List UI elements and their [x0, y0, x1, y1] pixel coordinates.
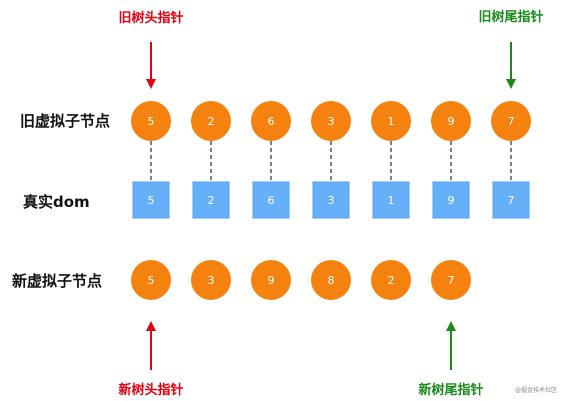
- dom-node-value: 5: [148, 194, 155, 207]
- old-vnode-value: 3: [328, 115, 335, 128]
- old-vnode: 1: [371, 101, 411, 141]
- dom-node-value: 7: [508, 194, 515, 207]
- old-vnode-circle: [491, 101, 531, 141]
- old-tail-pointer-label: 旧树尾指针: [478, 9, 543, 25]
- new-vnode-value: 9: [268, 274, 275, 287]
- old-vnode: 6: [251, 101, 291, 141]
- dom-node-value: 6: [268, 194, 275, 207]
- new-vnode-circle: [371, 260, 411, 300]
- new-vnode-circle: [131, 260, 171, 300]
- real-dom-row: 5 2 6 3 1 9 7: [132, 181, 530, 219]
- dom-node-box: [252, 181, 290, 219]
- old-vnode-circle: [311, 101, 351, 141]
- old-vnode-value: 7: [508, 115, 515, 128]
- dom-node: 9: [432, 181, 470, 219]
- dom-node-box: [492, 181, 530, 219]
- old-vnodes-row-label: 旧虚拟子节点: [20, 112, 110, 130]
- dom-node-value: 9: [448, 194, 455, 207]
- dom-node-value: 3: [328, 194, 335, 207]
- new-vnode: 2: [371, 260, 411, 300]
- dom-node: 1: [372, 181, 410, 219]
- new-vnode: 7: [431, 260, 471, 300]
- old-vnode-value: 9: [448, 115, 455, 128]
- old-vnode: 9: [431, 101, 471, 141]
- old-head-pointer-label: 旧树头指针: [118, 10, 183, 26]
- dom-node-box: [372, 181, 410, 219]
- new-vnodes-row-label: 新虚拟子节点: [12, 272, 102, 290]
- dom-node-box: [432, 181, 470, 219]
- old-vnode-circle: [131, 101, 171, 141]
- new-vnode: 9: [251, 260, 291, 300]
- old-vnode-circle: [431, 101, 471, 141]
- connector-lines: [150, 141, 512, 182]
- new-vnode-value: 7: [448, 274, 455, 287]
- dom-node-value: 1: [388, 194, 395, 207]
- old-vnode-value: 6: [268, 115, 275, 128]
- new-vnode-circle: [311, 260, 351, 300]
- dom-node: 7: [492, 181, 530, 219]
- dom-node-box: [132, 181, 170, 219]
- dom-node: 5: [132, 181, 170, 219]
- old-vnode-value: 1: [388, 115, 395, 128]
- watermark: @掘金技术社区: [515, 386, 557, 394]
- old-vnode: 2: [191, 101, 231, 141]
- dom-node: 3: [312, 181, 350, 219]
- old-vnode: 3: [311, 101, 351, 141]
- old-vnode-value: 5: [148, 115, 155, 128]
- new-vnode-circle: [431, 260, 471, 300]
- new-vnode-value: 5: [148, 274, 155, 287]
- dom-node: 2: [192, 181, 230, 219]
- old-vnode-circle: [191, 101, 231, 141]
- new-tail-pointer-label: 新树尾指针: [418, 382, 483, 398]
- new-vnode: 5: [131, 260, 171, 300]
- new-head-pointer-label: 新树头指针: [118, 382, 183, 398]
- old-vnodes-row: 5 2 6 3 1 9 7: [131, 101, 531, 141]
- dom-node-value: 2: [208, 194, 215, 207]
- old-vnode-circle: [371, 101, 411, 141]
- new-vnode-value: 8: [328, 274, 335, 287]
- new-vnode: 3: [191, 260, 231, 300]
- dom-node-box: [312, 181, 350, 219]
- dom-node: 6: [252, 181, 290, 219]
- old-vnode: 5: [131, 101, 171, 141]
- new-vnodes-row: 5 3 9 8 2 7: [131, 260, 471, 300]
- old-vnode: 7: [491, 101, 531, 141]
- new-vnode-value: 3: [208, 274, 215, 287]
- real-dom-row-label: 真实dom: [23, 193, 90, 211]
- dom-node-box: [192, 181, 230, 219]
- new-vnode-circle: [191, 260, 231, 300]
- new-vnode-value: 2: [388, 274, 395, 287]
- new-vnode: 8: [311, 260, 351, 300]
- old-vnode-circle: [251, 101, 291, 141]
- new-vnode-circle: [251, 260, 291, 300]
- old-vnode-value: 2: [208, 115, 215, 128]
